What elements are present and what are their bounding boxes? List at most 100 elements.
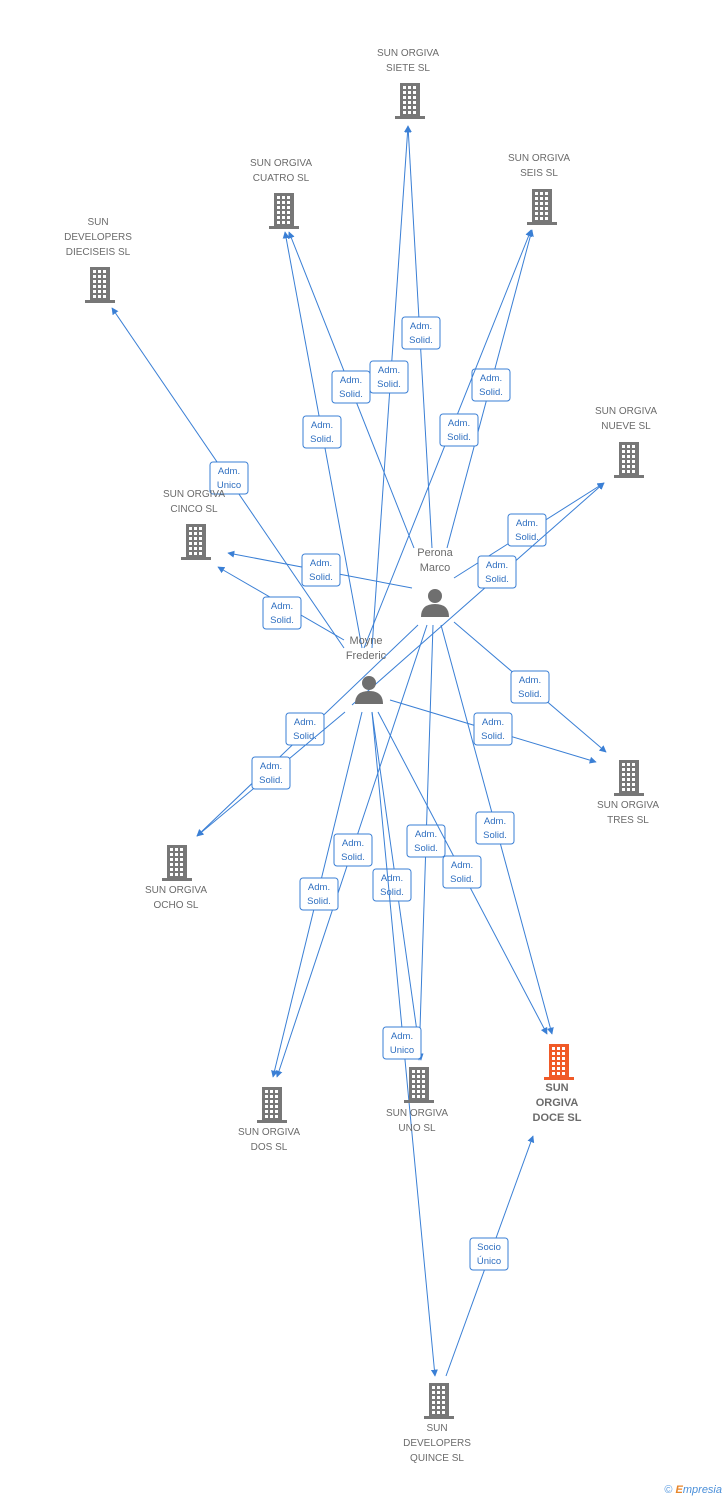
edge-label-box[interactable] — [251, 756, 291, 790]
edge-moyne-to-quince[interactable]: Adm. Unico — [371, 711, 438, 1377]
edge-label-box[interactable] — [510, 670, 550, 704]
building-icon — [614, 442, 644, 478]
edge-label-text: Adm. — [381, 873, 403, 884]
edge-label-text: Solid. — [339, 389, 363, 400]
company-name: TRES SL — [607, 815, 649, 826]
edge-perona-to-siete[interactable]: Adm.Solid. — [401, 125, 441, 549]
edge-label-text: Adm. — [271, 601, 293, 612]
company-name: CINCO SL — [170, 504, 218, 515]
edge-label-text: Solid. — [409, 335, 433, 346]
edge-perona-to-cinco[interactable]: Adm.Solid. — [227, 550, 413, 589]
edge-label-text: Unico — [217, 480, 241, 491]
edge-label-text: Solid. — [485, 574, 509, 585]
edge-label-text: Solid. — [270, 615, 294, 626]
edge-label-box[interactable] — [473, 712, 513, 746]
edge-label-text: Solid. — [310, 434, 334, 445]
edge-moyne-to-doce[interactable]: Adm. Solid. — [377, 711, 548, 1035]
edge-perona-to-doce[interactable]: Adm. Solid. — [440, 624, 554, 1035]
building-icon — [162, 845, 192, 881]
edge-label-box[interactable] — [471, 368, 511, 402]
edge-label-text: Solid. — [377, 379, 401, 390]
person-name: Moyne — [349, 635, 382, 647]
edge-label-box[interactable] — [333, 833, 373, 867]
edge-label-text: Solid. — [414, 843, 438, 854]
edge-moyne-to-uno[interactable]: Adm.Solid. — [371, 711, 424, 1061]
edge-label-text: Adm. — [218, 466, 240, 477]
edge-label-box[interactable] — [209, 461, 249, 495]
edge-moyne-to-cuatro[interactable]: Adm.Solid. — [282, 231, 363, 649]
edge-label-text: Unico — [390, 1045, 414, 1056]
edge-label-box[interactable] — [406, 824, 446, 858]
edge-label-box[interactable] — [439, 413, 479, 447]
company-name: SUN ORGIVA — [508, 153, 570, 164]
edge-label-text: Solid. — [341, 852, 365, 863]
edge-label-text: Adm. — [308, 882, 330, 893]
edge-label-box[interactable] — [401, 316, 441, 350]
edge-perona-to-dos[interactable]: Adm. Solid. — [275, 624, 428, 1078]
edge-label-text: Adm. — [451, 860, 473, 871]
edge-label-text: Adm. — [294, 717, 316, 728]
edge-perona-to-uno[interactable]: Adm.Solid. — [406, 624, 446, 1061]
edge-moyne-to-dieciseis[interactable]: Adm. Unico — [111, 307, 345, 649]
edge-label-box[interactable] — [302, 415, 342, 449]
empresia-brand[interactable]: ©Empresia — [664, 1484, 722, 1496]
edge-moyne-to-tres[interactable]: Adm.Solid. — [389, 699, 597, 764]
edge-label-text: Solid. — [515, 532, 539, 543]
company-node-cinco[interactable]: SUN ORGIVA CINCO SL — [163, 489, 225, 560]
edge-label-box[interactable] — [262, 596, 302, 630]
edge-perona-to-cuatro[interactable]: Adm. Solid. — [288, 231, 415, 549]
edge-label-box[interactable] — [507, 513, 547, 547]
company-name: DOS SL — [251, 1142, 288, 1153]
edge-label-text: Adm. — [378, 365, 400, 376]
company-name: SUN ORGIVA — [377, 48, 439, 59]
edge-label-text: Adm. — [486, 560, 508, 571]
edge-label-text: Solid. — [483, 830, 507, 841]
edge-label-box[interactable] — [442, 855, 482, 889]
edge-label-box[interactable] — [372, 868, 412, 902]
edge-perona-to-seis[interactable]: Adm.Solid. — [446, 229, 534, 549]
copyright-symbol: © — [664, 1484, 673, 1496]
building-icon — [181, 524, 211, 560]
edge-label-text: Adm. — [342, 838, 364, 849]
edge-label-box[interactable] — [299, 877, 339, 911]
edge-label-box[interactable] — [301, 553, 341, 587]
company-name: SUN ORGIVA — [163, 489, 225, 500]
edge-label-box[interactable] — [477, 555, 517, 589]
edge-moyne-to-seis[interactable]: Adm. Solid. — [363, 229, 532, 649]
building-icon — [257, 1087, 287, 1123]
company-name: NUEVE SL — [601, 421, 651, 432]
edge-label-text: Solid. — [307, 896, 331, 907]
company-name: ORGIVA — [536, 1097, 579, 1109]
edge-perona-to-tres[interactable]: Adm.Solid. — [453, 621, 607, 753]
edge-label-box[interactable] — [382, 1026, 422, 1060]
edge-moyne-to-cinco[interactable]: Adm. Solid. — [217, 566, 345, 641]
edge-label-text: Adm. — [484, 816, 506, 827]
brand-name: mpresia — [682, 1484, 722, 1496]
edge-label-box[interactable] — [475, 811, 515, 845]
edge-moyne-to-ocho[interactable]: Adm.Solid. — [196, 711, 346, 837]
edge-perona-to-nueve[interactable]: Adm. Solid. — [453, 482, 605, 579]
company-name: SUN — [87, 217, 108, 228]
edge-label-box[interactable] — [469, 1237, 509, 1271]
person-icon — [421, 589, 449, 617]
building-icon — [614, 760, 644, 796]
company-name: UNO SL — [398, 1123, 436, 1134]
edge-moyne-to-dos[interactable]: Adm. Solid. — [271, 711, 363, 1078]
edge-moyne-to-siete[interactable]: Adm. Solid. — [369, 125, 412, 649]
edge-moyne-to-nueve[interactable]: Adm. Solid. — [351, 482, 605, 706]
edge-label-box[interactable] — [331, 370, 371, 404]
